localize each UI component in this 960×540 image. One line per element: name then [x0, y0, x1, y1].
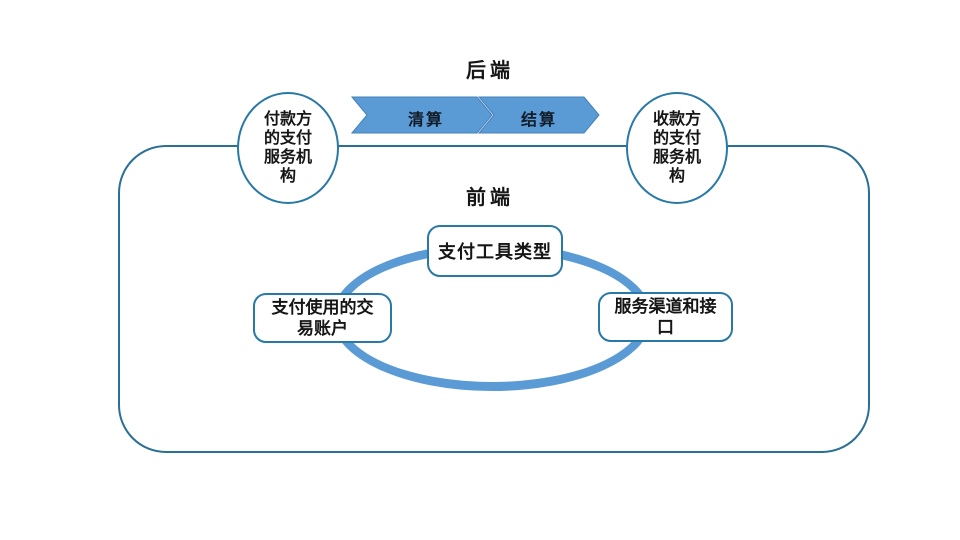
frontend-boundary	[118, 145, 870, 453]
payment-instrument-box: 支付工具类型	[427, 225, 563, 277]
chevron-arrows-icon	[351, 96, 600, 134]
service-channel-label: 服务渠道和接口	[614, 297, 717, 337]
backend-label: 后端	[466, 60, 514, 82]
payment-instrument-label: 支付工具类型	[438, 242, 552, 262]
service-channel-box: 服务渠道和接口	[598, 292, 733, 342]
clearing-arrow-icon	[351, 96, 493, 134]
settlement-arrow-icon	[477, 96, 600, 134]
frontend-label: 前端	[466, 187, 514, 209]
payer-service-circle: 付款方的支付服务机构	[237, 92, 339, 204]
settlement-arrow-label: 结算	[520, 112, 557, 129]
transaction-account-box: 支付使用的交易账户	[253, 293, 392, 343]
payee-service-label: 收款方的支付服务机构	[652, 111, 701, 185]
clearing-arrow-label: 清算	[407, 112, 444, 129]
transaction-account-label: 支付使用的交易账户	[271, 298, 374, 338]
payee-service-circle: 收款方的支付服务机构	[626, 92, 728, 204]
payer-service-label: 付款方的支付服务机构	[263, 111, 312, 185]
